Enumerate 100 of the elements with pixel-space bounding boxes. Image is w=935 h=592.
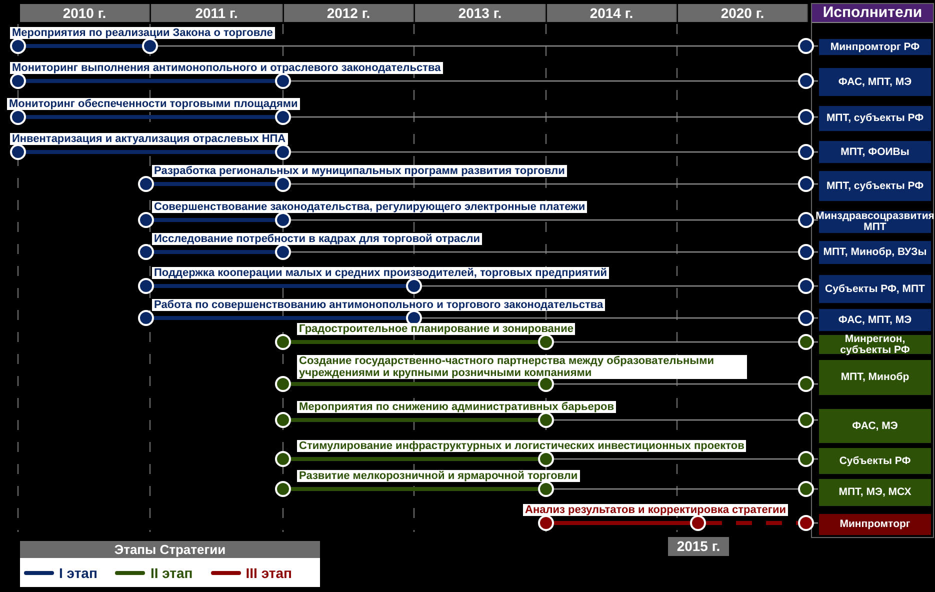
milestone-circle [538, 481, 554, 497]
milestone-circle [10, 109, 26, 125]
task-label: Инвентаризация и актуализация отраслевых НПА [10, 133, 288, 145]
milestone-circle [798, 481, 814, 497]
executor-box: ФАС, МПТ, МЭ [819, 68, 931, 96]
executor-box: ФАС, МЭ [819, 409, 931, 443]
connector-line [554, 458, 798, 460]
milestone-circle [275, 451, 291, 467]
milestone-circle [10, 73, 26, 89]
year-marker: 2015 г. [668, 537, 729, 556]
executor-box: Минрегион, субъекты РФ [819, 335, 931, 354]
connector-line [158, 45, 798, 47]
task-label: Мероприятия по снижению административных барьеров [297, 401, 616, 413]
connector-line [26, 150, 275, 154]
milestone-circle [538, 412, 554, 428]
task-label: Исследование потребности в кадрах для торговой отрасли [152, 233, 482, 245]
milestone-circle [798, 376, 814, 392]
legend-label: III этап [246, 564, 292, 580]
connector-line [291, 340, 538, 344]
milestone-circle [275, 144, 291, 160]
task-label: Развитие мелкорозничной и ярмарочной торговли [297, 470, 580, 482]
milestone-circle [275, 212, 291, 228]
milestone-circle [538, 515, 554, 531]
legend-label: I этап [59, 564, 98, 580]
connector-line [554, 521, 690, 525]
connector-line [422, 317, 798, 319]
year-header: 2011 г. [151, 4, 283, 22]
milestone-circle [138, 244, 154, 260]
milestone-circle [138, 310, 154, 326]
task-label: Анализ результатов и корректировка стратегии [523, 504, 788, 516]
connector-line [26, 79, 275, 83]
task-label: Создание государственно-частного партнерства между образовательными учреждениями и крупными розничными компаниями [297, 355, 747, 379]
milestone-circle [798, 451, 814, 467]
year-header: 2010 г. [20, 4, 150, 22]
executor-box: Минпромторг РФ [819, 39, 931, 55]
milestone-circle [142, 38, 158, 54]
executor-box: Субъекты РФ [819, 448, 931, 474]
executor-box: МПТ, Минобр [819, 360, 931, 395]
task-label: Стимулирование инфраструктурных и логистических инвестиционных проектов [297, 440, 746, 452]
connector-line [154, 250, 275, 254]
executor-box: ФАС, МПТ, МЭ [819, 309, 931, 331]
year-header: 2012 г. [284, 4, 414, 22]
dashed-connector [706, 521, 798, 525]
connector-line [291, 219, 798, 221]
connector-line [291, 80, 798, 82]
connector-line [26, 44, 142, 48]
milestone-circle [798, 278, 814, 294]
executor-box: МПТ, МЭ, МСХ [819, 479, 931, 506]
executor-box: МПТ, субъекты РФ [819, 171, 931, 201]
connector-line [291, 382, 538, 386]
executor-box: Минпромторг [819, 514, 931, 535]
task-label: Разработка региональных и муниципальных программ развития торговли [152, 165, 567, 177]
milestone-circle [690, 515, 706, 531]
executor-box: МПТ, субъекты РФ [819, 106, 931, 131]
milestone-circle [798, 412, 814, 428]
milestone-circle [798, 144, 814, 160]
legend-label: II этап [150, 564, 193, 580]
task-label: Мероприятия по реализации Закона о торговле [10, 27, 275, 39]
legend-title: Этапы Стратегии [20, 541, 320, 558]
connector-line [291, 183, 798, 185]
milestone-circle [798, 38, 814, 54]
connector-line [554, 419, 798, 421]
connector-line [291, 457, 538, 461]
connector-line [291, 418, 538, 422]
connector-line [26, 115, 275, 119]
year-header: 2014 г. [547, 4, 677, 22]
year-header: 2020 г. [678, 4, 808, 22]
connector-line [154, 218, 275, 222]
milestone-circle [275, 376, 291, 392]
executor-box: МПТ, ФОИВы [819, 141, 931, 163]
year-header: 2013 г. [415, 4, 546, 22]
milestone-circle [798, 310, 814, 326]
task-label: Градостроительное планирование и зонирование [297, 323, 576, 335]
connector-line [291, 151, 798, 153]
milestone-circle [275, 73, 291, 89]
milestone-circle [138, 176, 154, 192]
milestone-circle [275, 244, 291, 260]
milestone-circle [538, 376, 554, 392]
connector-line [554, 488, 798, 490]
executor-box: МПТ, Минобр, ВУЗы [819, 241, 931, 264]
connector-line [291, 487, 538, 491]
task-label: Мониторинг выполнения антимонопольного и отраслевого законодательства [10, 62, 443, 74]
milestone-circle [10, 38, 26, 54]
connector-line [291, 116, 798, 118]
connector-line [554, 341, 798, 343]
task-label: Мониторинг обеспеченности торговыми площадями [7, 98, 300, 110]
milestone-circle [798, 334, 814, 350]
milestone-circle [406, 278, 422, 294]
milestone-circle [138, 212, 154, 228]
milestone-circle [275, 334, 291, 350]
milestone-circle [798, 244, 814, 260]
executors-panel [811, 3, 934, 538]
milestone-circle [798, 515, 814, 531]
connector-line [554, 383, 798, 385]
task-label: Поддержка кооперации малых и средних производителей, торговых предприятий [152, 267, 610, 279]
connector-line [291, 251, 798, 253]
panel-header: Исполнители [812, 4, 933, 23]
milestone-circle [798, 212, 814, 228]
milestone-circle [275, 481, 291, 497]
task-label: Работа по совершенствованию антимонопольного и торгового законодательства [152, 299, 606, 311]
